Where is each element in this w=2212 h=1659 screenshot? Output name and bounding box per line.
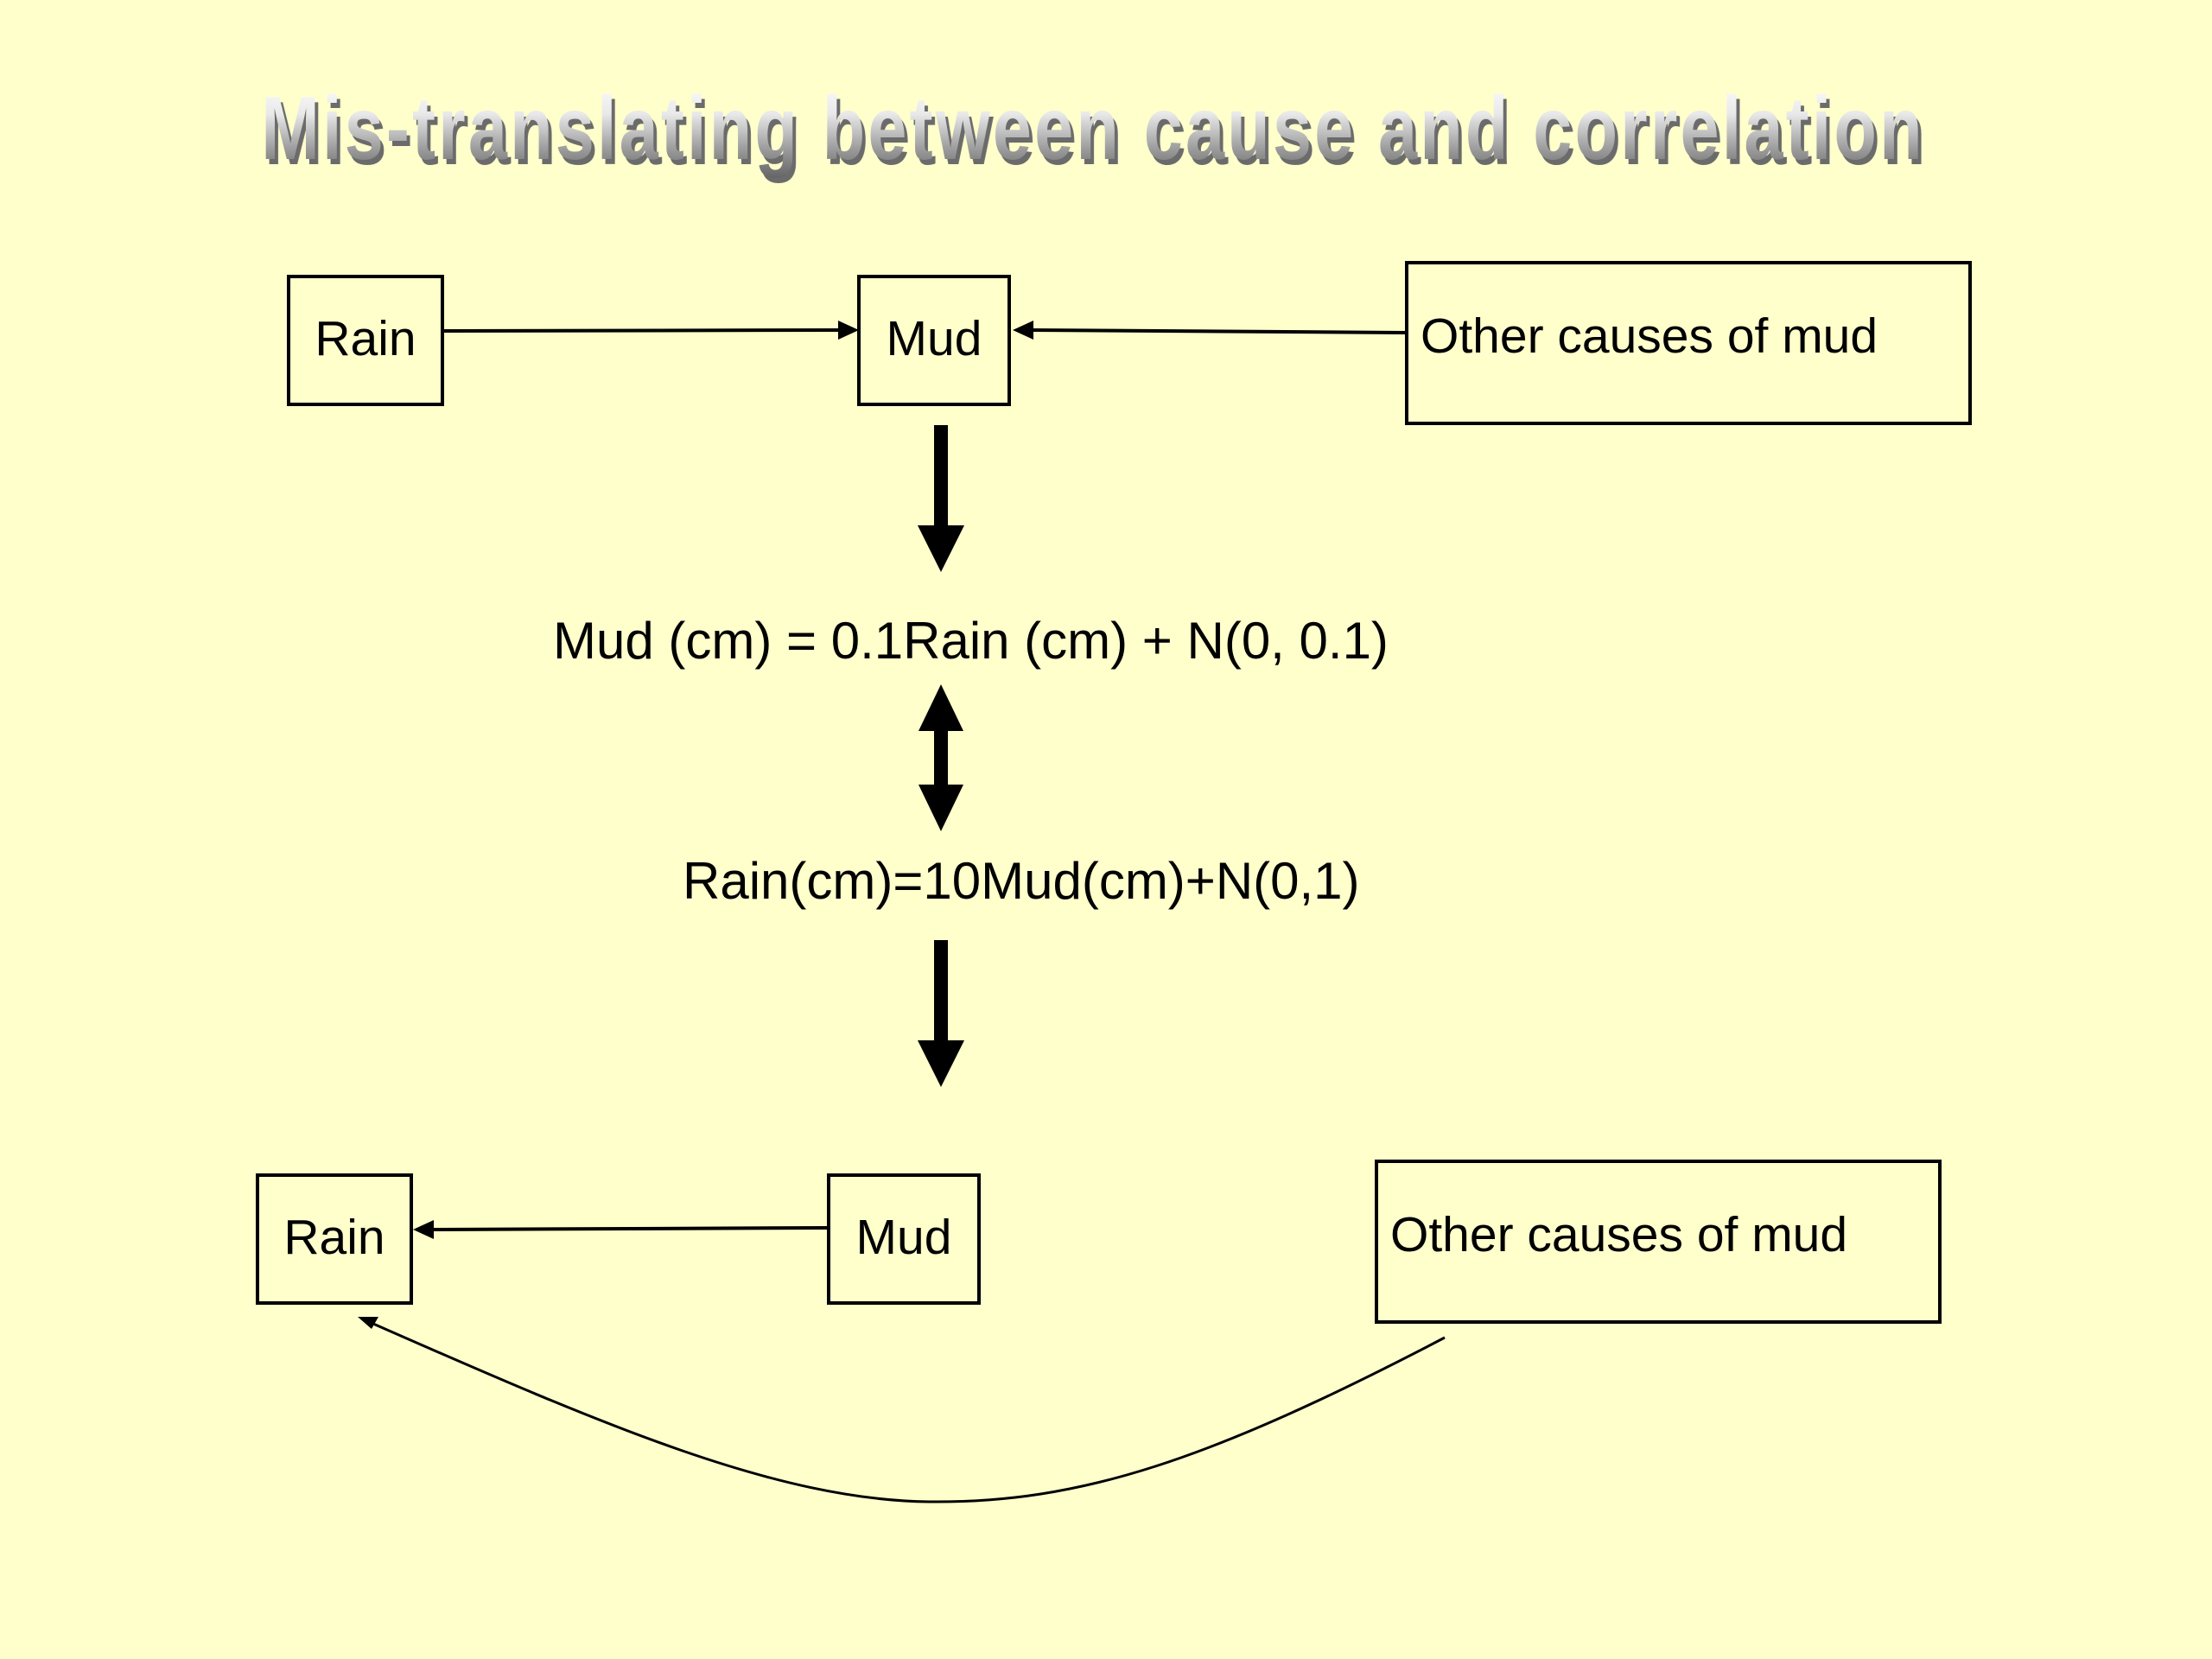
- top-rain-node: Rain: [287, 275, 444, 406]
- down-arrow-1: [918, 425, 964, 572]
- slide-title: Mis-translating between cause and correl…: [231, 78, 1956, 181]
- bottom-rain-node: Rain: [256, 1173, 413, 1305]
- down-arrow-2: [918, 940, 964, 1087]
- equation-mud-from-rain: Mud (cm) = 0.1Rain (cm) + N(0, 0.1): [553, 612, 1389, 670]
- top-rain-label: Rain: [315, 311, 416, 366]
- arrow-other-to-mud: [1013, 321, 1406, 340]
- top-other-causes-label: Other causes of mud: [1421, 308, 1878, 364]
- arrow-rain-to-mud: [443, 321, 859, 340]
- bottom-rain-label: Rain: [283, 1210, 385, 1265]
- equation-rain-from-mud: Rain(cm)=10Mud(cm)+N(0,1): [683, 852, 1360, 910]
- bottom-other-causes-node: Other causes of mud: [1375, 1160, 1942, 1324]
- double-arrow: [918, 684, 963, 831]
- bottom-other-causes-label: Other causes of mud: [1390, 1207, 1848, 1262]
- top-mud-label: Mud: [886, 311, 982, 366]
- bottom-mud-node: Mud: [827, 1173, 981, 1305]
- arrow-mud-to-rain: [413, 1220, 828, 1239]
- top-mud-node: Mud: [857, 275, 1011, 406]
- top-other-causes-node: Other causes of mud: [1405, 261, 1972, 425]
- bottom-mud-label: Mud: [855, 1210, 952, 1265]
- arrow-other-to-rain-curve: [358, 1317, 1446, 1503]
